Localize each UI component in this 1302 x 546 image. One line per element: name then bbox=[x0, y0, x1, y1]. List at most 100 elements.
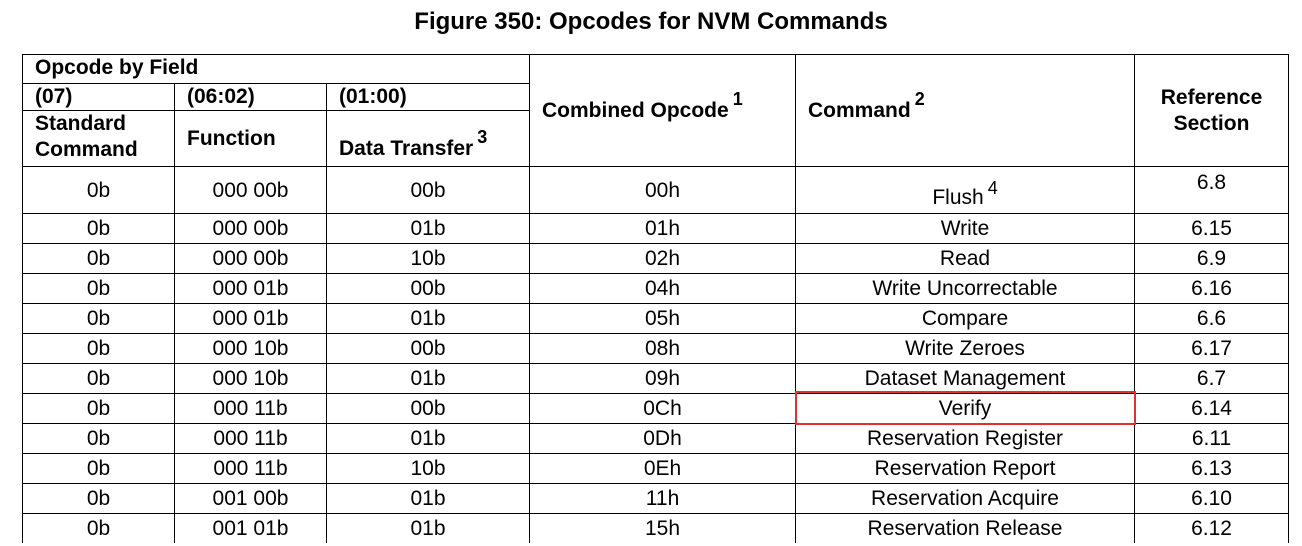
header-reference-section: Reference Section bbox=[1134, 54, 1290, 167]
figure-title: Figure 350: Opcodes for NVM Commands bbox=[414, 8, 888, 35]
cell-opcode: 11h bbox=[529, 483, 797, 514]
header-command-footnote: 2 bbox=[914, 88, 925, 109]
cell-standard: 0b bbox=[22, 513, 175, 543]
cell-function: 000 10b bbox=[174, 333, 327, 364]
cell-command: Dataset Management bbox=[795, 363, 1136, 394]
cell-transfer: 00b bbox=[325, 393, 531, 424]
cell-command: Write bbox=[795, 213, 1136, 244]
cell-transfer: 00b bbox=[325, 166, 531, 214]
header-combined-opcode-footnote: 1 bbox=[732, 88, 743, 109]
header-command-label: Command bbox=[808, 98, 911, 122]
cell-opcode: 0Ch bbox=[529, 393, 797, 424]
cell-reference: 6.17 bbox=[1134, 333, 1290, 364]
header-opcode-by-field: Opcode by Field bbox=[21, 54, 531, 84]
cell-standard: 0b bbox=[22, 243, 175, 274]
header-function: Function bbox=[174, 110, 327, 167]
table-row: 0b 000 10b 00b 08h Write Zeroes 6.17 bbox=[22, 333, 1290, 364]
cell-function: 000 00b bbox=[174, 213, 327, 244]
cell-function: 000 01b bbox=[174, 303, 327, 334]
cell-standard: 0b bbox=[22, 213, 175, 244]
cell-command: Reservation Acquire bbox=[795, 483, 1136, 514]
cell-standard: 0b bbox=[22, 303, 175, 334]
table-row: 0b 000 11b 10b 0Eh Reservation Report 6.… bbox=[22, 453, 1290, 484]
cell-opcode: 00h bbox=[529, 166, 797, 214]
cell-command-text: Verify bbox=[938, 397, 992, 420]
table-row: 0b 000 01b 01b 05h Compare 6.6 bbox=[22, 303, 1290, 334]
cell-opcode: 08h bbox=[529, 333, 797, 364]
cell-function: 001 01b bbox=[174, 513, 327, 543]
header-standard-line1: Standard bbox=[35, 112, 127, 135]
cell-transfer: 10b bbox=[325, 243, 531, 274]
cell-opcode: 0Eh bbox=[529, 453, 797, 484]
cell-command: Write Uncorrectable bbox=[795, 273, 1136, 304]
cell-opcode: 02h bbox=[529, 243, 797, 274]
cell-reference: 6.8 bbox=[1134, 166, 1290, 214]
cell-command: Reservation Report bbox=[795, 453, 1136, 484]
cell-opcode: 0Dh bbox=[529, 423, 797, 454]
cell-function: 000 11b bbox=[174, 393, 327, 424]
cell-transfer: 01b bbox=[325, 303, 531, 334]
cell-command: Write Zeroes bbox=[795, 333, 1136, 364]
cell-function: 001 00b bbox=[174, 483, 327, 514]
header-data-transfer-label: Data Transfer bbox=[339, 137, 474, 160]
cell-function: 000 11b bbox=[174, 453, 327, 484]
header-data-transfer-footnote: 3 bbox=[477, 127, 488, 147]
cell-reference: 6.7 bbox=[1134, 363, 1290, 394]
cell-function: 000 00b bbox=[174, 166, 327, 214]
table-row: 0b 001 01b 01b 15h Reservation Release 6… bbox=[22, 513, 1290, 543]
cell-opcode: 15h bbox=[529, 513, 797, 543]
cell-command-footnote: 4 bbox=[987, 178, 998, 198]
header-reference-line2: Section bbox=[1173, 111, 1250, 135]
cell-reference: 6.10 bbox=[1134, 483, 1290, 514]
header-reference-line1: Reference bbox=[1160, 85, 1263, 109]
cell-transfer: 01b bbox=[325, 363, 531, 394]
cell-standard: 0b bbox=[22, 453, 175, 484]
header-bits-01-00: (01:00) bbox=[325, 83, 531, 111]
cell-transfer: 00b bbox=[325, 273, 531, 304]
header-standard-line2: Command bbox=[35, 138, 138, 161]
header-bits-07: (07) bbox=[22, 83, 175, 111]
cell-reference: 6.14 bbox=[1134, 393, 1290, 424]
table-row: 0b 001 00b 01b 11h Reservation Acquire 6… bbox=[22, 483, 1290, 514]
table-row: 0b 000 00b 10b 02h Read 6.9 bbox=[22, 243, 1290, 274]
cell-command-text: Flush bbox=[932, 186, 984, 209]
cell-standard: 0b bbox=[22, 166, 175, 214]
cell-reference: 6.16 bbox=[1134, 273, 1290, 304]
table-row: 0b 000 00b 01b 01h Write 6.15 bbox=[22, 213, 1290, 244]
cell-opcode: 05h bbox=[529, 303, 797, 334]
table-row-highlighted: 0b 000 11b 00b 0Ch Verify 6.14 bbox=[22, 391, 1290, 425]
table-row: 0b 000 10b 01b 09h Dataset Management 6.… bbox=[22, 363, 1290, 394]
cell-command: Reservation Register bbox=[795, 423, 1136, 454]
table-row: 0b 000 11b 01b 0Dh Reservation Register … bbox=[22, 423, 1290, 454]
cell-standard: 0b bbox=[22, 393, 175, 424]
cell-standard: 0b bbox=[22, 483, 175, 514]
cell-transfer: 01b bbox=[325, 513, 531, 543]
cell-command-highlighted: Verify bbox=[795, 391, 1137, 425]
cell-command: Reservation Release bbox=[795, 513, 1136, 543]
header-standard-command: Standard Command bbox=[22, 110, 175, 167]
cell-function: 000 10b bbox=[174, 363, 327, 394]
cell-reference: 6.12 bbox=[1134, 513, 1290, 543]
cell-reference: 6.9 bbox=[1134, 243, 1290, 274]
cell-standard: 0b bbox=[22, 363, 175, 394]
cell-opcode: 04h bbox=[529, 273, 797, 304]
cell-command: Read bbox=[795, 243, 1136, 274]
cell-opcode: 09h bbox=[529, 363, 797, 394]
cell-transfer: 01b bbox=[325, 423, 531, 454]
cell-reference: 6.13 bbox=[1134, 453, 1290, 484]
cell-reference: 6.6 bbox=[1134, 303, 1290, 334]
cell-transfer: 01b bbox=[325, 213, 531, 244]
cell-function: 000 00b bbox=[174, 243, 327, 274]
cell-standard: 0b bbox=[22, 423, 175, 454]
cell-reference: 6.15 bbox=[1134, 213, 1290, 244]
header-opcode-by-field-label: Opcode by Field bbox=[35, 56, 199, 79]
cell-standard: 0b bbox=[22, 333, 175, 364]
cell-standard: 0b bbox=[22, 273, 175, 304]
cell-reference: 6.11 bbox=[1134, 423, 1290, 454]
cell-function: 000 11b bbox=[174, 423, 327, 454]
